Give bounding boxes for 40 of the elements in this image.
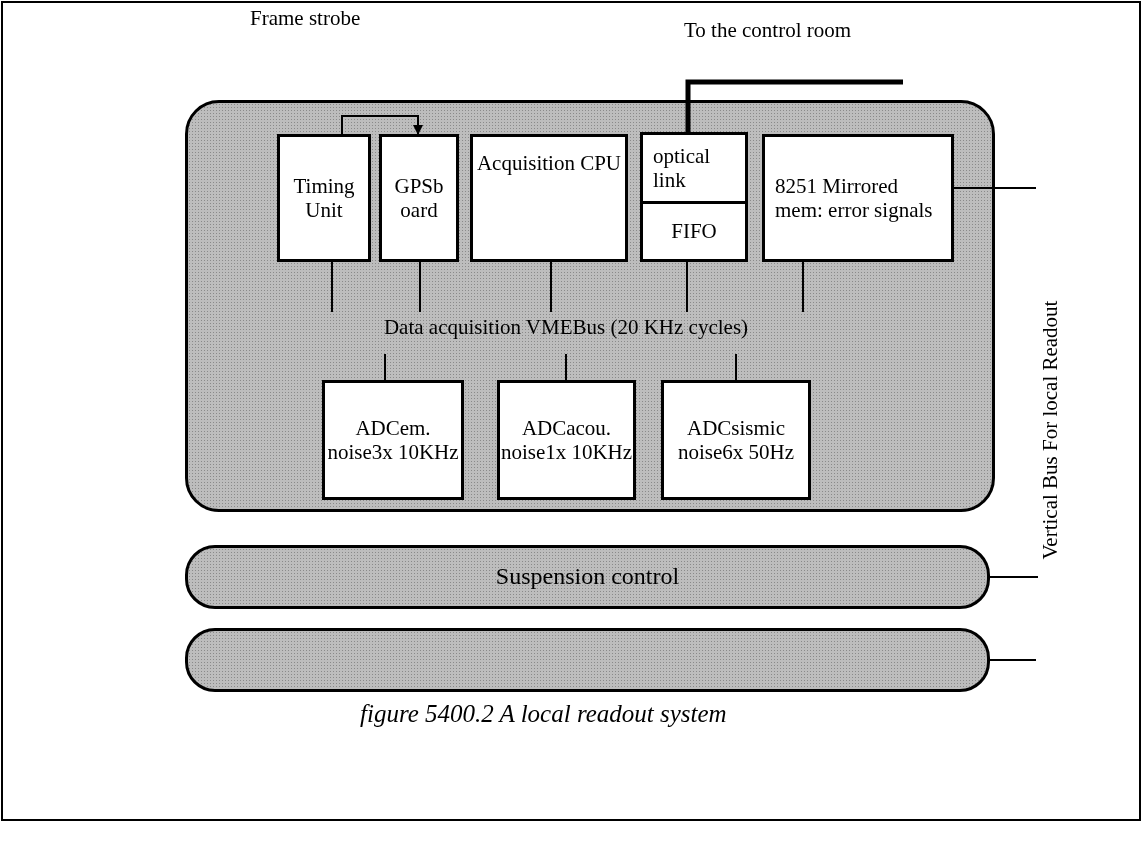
box-label: optical link (653, 143, 712, 193)
connector-line (802, 261, 804, 313)
box-label: Suspension control (495, 563, 680, 591)
box-label: GPSb oard (393, 173, 445, 223)
module-box (379, 134, 459, 262)
connector-line (341, 115, 423, 135)
adc-box (661, 380, 811, 500)
connector-line (550, 261, 552, 313)
module-box (277, 134, 371, 262)
box-label: FIFO (671, 219, 717, 244)
adc-box (497, 380, 636, 500)
box-label: 8251 Mirrored mem: error signals (775, 173, 934, 223)
bus-label-text: Data acquisition VMEBus (20 KHz cycles) (383, 314, 749, 340)
signal-label: To the control room (684, 18, 852, 43)
connector-line (685, 79, 903, 132)
crate-band (185, 545, 990, 609)
connector-line (989, 659, 1037, 661)
signal-label: Frame strobe (250, 6, 361, 31)
box-label: ADCsismic noise6x 50Hz (676, 415, 796, 465)
figure-caption: figure 5400.2 A local readout system (360, 700, 727, 728)
connector-line (419, 261, 421, 313)
module-box (470, 134, 628, 262)
module-box (640, 201, 748, 262)
vertical-bus-label: Vertical Bus For local Readout (1036, 150, 1064, 710)
module-box (640, 132, 748, 204)
connector-line (989, 576, 1039, 578)
box-label: ADCacou. noise1x 10KHz (500, 415, 633, 465)
module-box (762, 134, 954, 262)
connector-line (735, 353, 737, 381)
connector-line (331, 261, 333, 313)
box-label: Acquisition CPU (476, 151, 622, 176)
connector-line (953, 187, 1037, 189)
box-label: ADCem. noise3x 10KHz (326, 415, 460, 465)
box-label: Timing Unit (292, 173, 356, 223)
rack-panel (185, 100, 995, 512)
adc-box (322, 380, 464, 500)
connector-line (686, 261, 688, 313)
connector-line (565, 353, 567, 381)
connector-line (384, 353, 386, 381)
crate-band (185, 628, 990, 692)
